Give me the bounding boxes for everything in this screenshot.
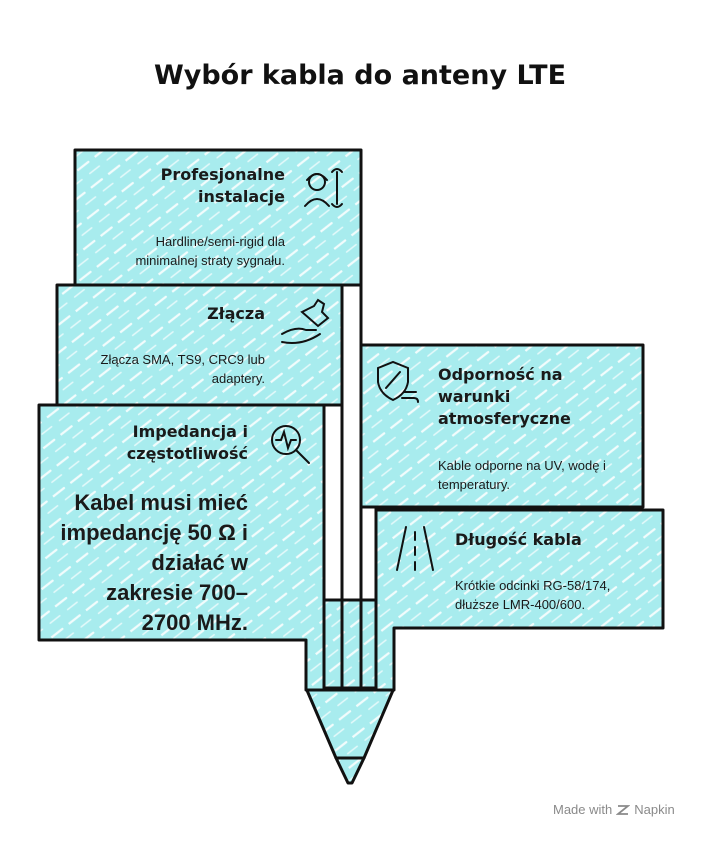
pencil-tip <box>304 686 396 760</box>
installations-text: Hardline/semi-rigid dla minimalnej strat… <box>135 234 285 268</box>
impedance-heading: Impedancja i częstotliwość <box>126 422 248 463</box>
weather-text: Kable odporne na UV, wodę i temperatury. <box>438 458 606 492</box>
connectors-text: Złącza SMA, TS9, CRC9 lub adaptery. <box>100 352 265 386</box>
installations-heading: Profesjonalne instalacje <box>160 165 285 206</box>
impedance-text: Kabel musi mieć impedancję 50 Ω i działa… <box>60 490 248 635</box>
connectors-heading: Złącza <box>207 304 265 323</box>
road-icon <box>396 526 434 571</box>
magnifier-wave-icon <box>271 425 310 464</box>
weather-heading: Odporność na warunki atmosferyczne <box>438 365 571 428</box>
engineer-wrench-icon <box>304 168 343 208</box>
length-heading: Długość kabla <box>455 530 582 549</box>
page-title: Wybór kabla do anteny LTE <box>153 60 567 91</box>
hand-puzzle-icon <box>281 298 330 344</box>
napkin-logo-icon <box>616 804 631 815</box>
shield-wind-icon <box>377 360 419 403</box>
pencil-point <box>334 756 366 785</box>
length-text: Krótkie odcinki RG-58/174, dłuższe LMR-4… <box>455 578 611 612</box>
footer: Made with Napkin <box>553 802 675 817</box>
footer-brand: Napkin <box>634 802 675 817</box>
footer-made-with: Made with <box>553 802 613 817</box>
